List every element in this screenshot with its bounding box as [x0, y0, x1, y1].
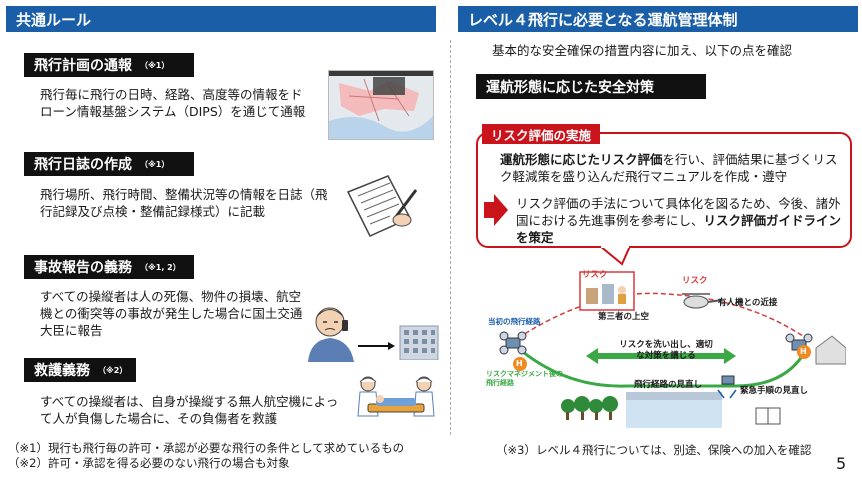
emergency-procedure-label: 緊急手順の見直し [740, 386, 809, 396]
risk1-label: リスク [582, 270, 608, 280]
route-review-label: 飛行経路の見直し [634, 380, 703, 390]
section-title: 飛行計画の通報 [34, 58, 132, 74]
section-rescue-duty-body: すべての操縦者は、自身が操縦する無人航空機によって人が負傷した場合に、その負傷者… [40, 394, 339, 426]
writing-notebook-icon [340, 170, 420, 242]
government-building-icon [398, 320, 440, 361]
section-title: 救護義務 [34, 363, 90, 379]
risk-assessment-tag: リスク評価の実施 [482, 124, 600, 144]
section-title: 飛行日誌の作成 [34, 157, 132, 173]
risk-assessment-box [476, 132, 852, 248]
section-flight-log-body: 飛行場所、飛行時間、整備状況等の情報を日誌（飛行記録及び点検・整備記録様式）に記… [40, 187, 328, 219]
helipad-end-label: H [800, 347, 807, 356]
planned-route-label: 当初の飛行経路 [488, 317, 541, 326]
section-flight-log-header: 飛行日誌の作成 （※1） [24, 152, 194, 176]
left-footnote-2: （※2）許可・承認を得る必要のない飛行の場合も対象 [8, 456, 290, 470]
section-accident-report-header: 事故報告の義務 （※1, 2） [24, 255, 194, 279]
risk-box-line1-bold: 運航形態に応じたリスク評価 [500, 152, 663, 167]
section-flight-plan-header: 飛行計画の通報 （※1） [24, 53, 194, 77]
rescue-stretcher-icon [354, 372, 438, 430]
left-panel-header: 共通ルール [6, 6, 436, 32]
flight-route-diagram: リスク 第三者の上空 リスク 有人機との近接 当初の飛行経路 リスクマネジメント… [486, 268, 847, 434]
guideline-arrow-icon [484, 194, 508, 226]
page-number: 5 [836, 454, 847, 473]
section-note: （※1） [140, 60, 170, 70]
risk2-caption: 有人機との近接 [718, 298, 778, 308]
risk-box-line2-bold: リスク評価ガイドラインを策定 [516, 213, 842, 245]
safety-measures-title: 運航形態に応じた安全対策 [486, 79, 654, 96]
section-flight-plan-body: 飛行毎に飛行の日時、経路、高度等の情報をドローン情報基盤システム（DIPS）を通… [40, 87, 306, 119]
risk-assessment-tag-label: リスク評価の実施 [490, 127, 591, 143]
right-panel-title: レベル４飛行に必要となる運航管理体制 [468, 10, 738, 29]
safety-measures-header: 運航形態に応じた安全対策 [476, 74, 706, 99]
right-intro-text: 基本的な安全確保の措置内容に加え、以下の点を確認 [492, 43, 793, 58]
risk-box-pointer [599, 245, 640, 266]
left-panel-title: 共通ルール [16, 10, 92, 29]
map-thumbnail-image [328, 70, 434, 140]
section-rescue-duty-header: 救護義務 （※2） [24, 358, 136, 382]
worried-operator-icon [300, 298, 362, 362]
helipad-start-label: H [516, 359, 523, 368]
section-accident-report-body: すべての操縦者は人の死傷、物件の損壊、航空機との衝突等の事故が発生した場合に国土… [40, 289, 303, 338]
section-note: （※1） [140, 159, 170, 169]
report-arrow-icon [358, 336, 396, 350]
risk-box-line1: 運航形態に応じたリスク評価を行い、評価結果に基づくリスク軽減策を盛り込んだ飛行マ… [500, 151, 845, 185]
risk1-caption: 第三者の上空 [598, 312, 650, 322]
right-footnote: （※3）レベル４飛行については、別途、保険への加入を確認 [496, 443, 812, 457]
risk2-label: リスク [682, 276, 708, 286]
left-footnote-1: （※1）現行も飛行毎の許可・承認が必要な飛行の条件として求めているもの [8, 441, 405, 455]
section-note: （※2） [98, 365, 128, 375]
center-action-label: リスクを洗い出し、適切な対策を講じる [619, 340, 713, 361]
right-panel-header: レベル４飛行に必要となる運航管理体制 [458, 6, 858, 32]
section-note: （※1, 2） [140, 262, 181, 272]
risk-box-line1-rest: を行い、評価結果に基づくリスク軽減策を盛り込んだ飛行マニュアルを作成・遵守 [500, 152, 838, 184]
risk-box-line2: リスク評価の手法について具体化を図るため、今後、諸外国における先進事例を参考にし… [516, 195, 846, 246]
section-title: 事故報告の義務 [34, 260, 132, 276]
mitigated-route-label: リスクマネジメント後の飛行経路 [486, 370, 563, 387]
risk-box-line2-pre: リスク評価の手法について具体化を図るため、今後、諸外国における先進事例を参考にし… [516, 196, 841, 228]
panel-divider [450, 40, 451, 435]
